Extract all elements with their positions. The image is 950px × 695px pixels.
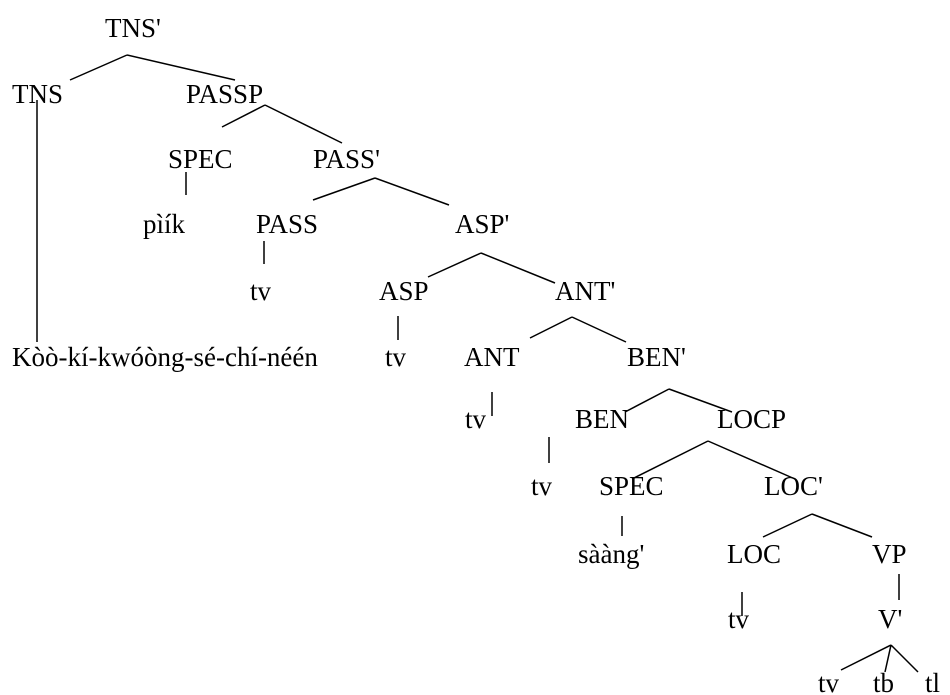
node-tb: tb xyxy=(873,668,894,695)
edge-loc-bar-loc xyxy=(762,513,813,538)
node-locp: LOCP xyxy=(717,404,786,434)
node-v-bar: V' xyxy=(878,604,902,634)
edge-pass-bar-pass xyxy=(312,177,376,201)
node-tl: tl xyxy=(925,668,940,695)
edge-ant-bar-ben-bar xyxy=(571,316,627,343)
node-loc-bar: LOC' xyxy=(764,471,823,501)
node-spec: SPEC xyxy=(599,471,664,501)
edge-asp-bar-ant-bar xyxy=(480,252,556,284)
node-saang: sààng' xyxy=(578,539,644,569)
tree-node-labels: TNS' TNS PASSP SPEC PASS' pìík PASS ASP'… xyxy=(12,13,940,695)
edge-ant-bar-ant xyxy=(529,316,573,339)
edge-locp-spec xyxy=(631,440,709,480)
node-tv: tv xyxy=(818,668,840,695)
edge-passp-spec xyxy=(221,104,266,128)
node-piik: pìík xyxy=(143,209,186,239)
node-pass: PASS xyxy=(256,209,318,239)
edge-v-bar-tb xyxy=(884,644,892,673)
node-tns: TNS xyxy=(12,79,63,109)
edge-tns-bar-tns xyxy=(69,54,128,81)
node-asp-bar: ASP' xyxy=(455,209,509,239)
edge-passp-pass-bar xyxy=(264,104,343,144)
node-vp: VP xyxy=(872,539,907,569)
node-verb-word: Kòò-kí-kwóòng-sé-chí-néén xyxy=(12,342,318,372)
node-passp: PASSP xyxy=(186,79,263,109)
edge-pass-bar-asp-bar xyxy=(374,177,450,206)
node-tv: tv xyxy=(250,276,272,306)
node-ant-bar: ANT' xyxy=(555,276,615,306)
node-tv: tv xyxy=(385,342,407,372)
edge-asp-bar-asp xyxy=(427,252,482,278)
node-ant: ANT xyxy=(464,342,520,372)
node-spec: SPEC xyxy=(168,144,233,174)
edge-locp-loc-bar xyxy=(707,440,796,480)
node-asp: ASP xyxy=(379,276,429,306)
node-tns-bar: TNS' xyxy=(105,13,161,43)
edge-loc-bar-vp xyxy=(811,513,873,538)
edge-ben-bar-ben xyxy=(624,388,670,413)
node-ben-bar: BEN' xyxy=(627,342,686,372)
node-pass-bar: PASS' xyxy=(313,144,380,174)
edge-v-bar-tl xyxy=(890,644,919,673)
node-tv: tv xyxy=(465,404,487,434)
edge-ben-bar-locp xyxy=(668,388,733,413)
node-ben: BEN xyxy=(575,404,629,434)
edge-v-bar-tv xyxy=(840,644,892,671)
node-tv: tv xyxy=(531,471,553,501)
node-loc: LOC xyxy=(727,539,781,569)
tree-edges xyxy=(36,54,919,673)
node-tv: tv xyxy=(728,604,750,634)
edge-tns-bar-passp xyxy=(126,54,236,81)
